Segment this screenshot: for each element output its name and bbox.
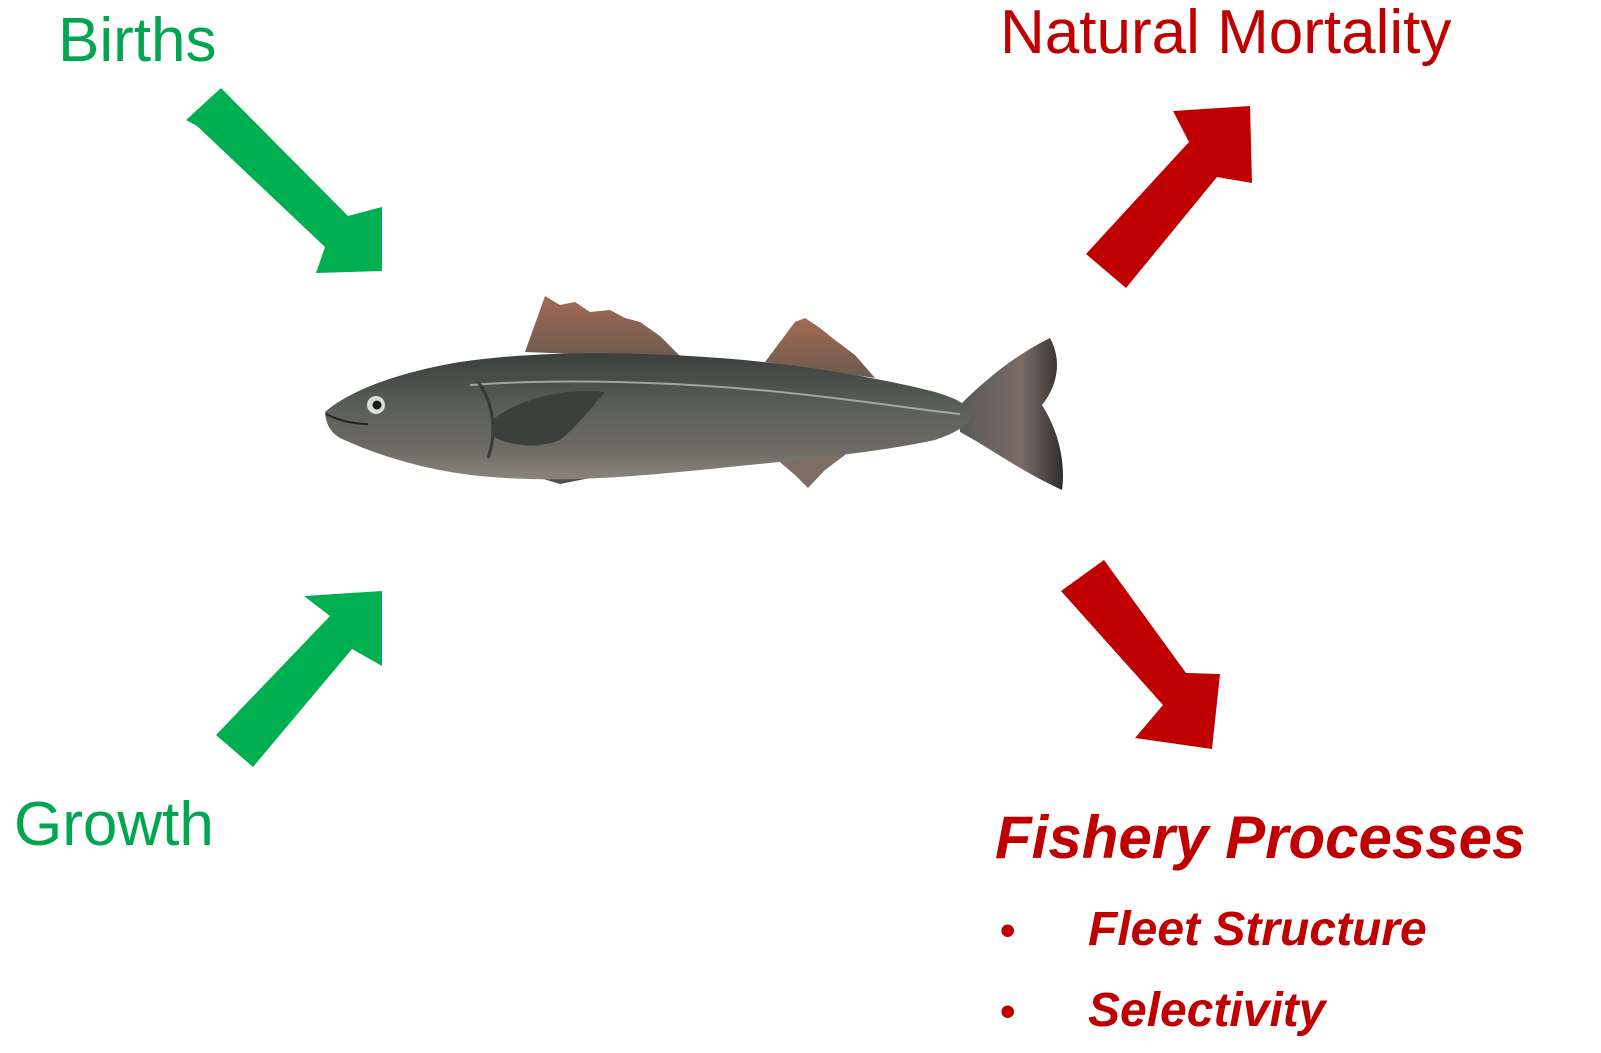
natural-mortality-arrow-icon [1086, 106, 1252, 288]
births-arrow-icon [186, 88, 382, 273]
fish-image [325, 296, 1063, 490]
growth-arrow-icon [216, 591, 382, 767]
fishery-arrow-icon [1061, 560, 1220, 749]
